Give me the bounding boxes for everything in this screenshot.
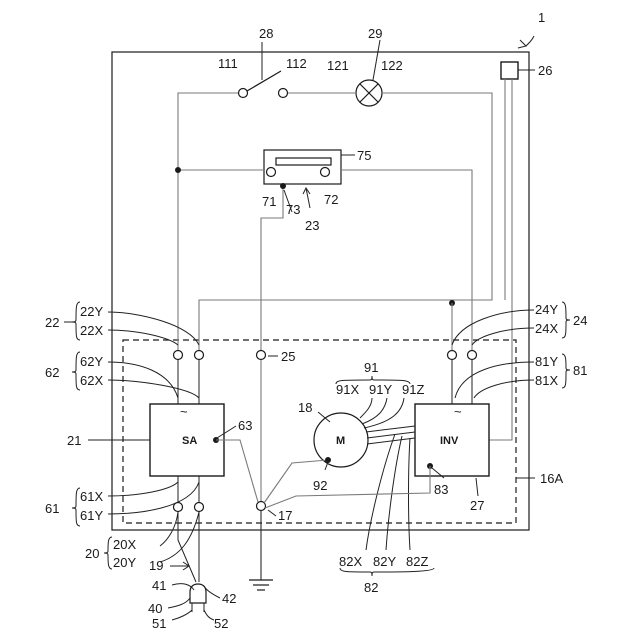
junction-left-top (175, 167, 181, 173)
label-62: 62 (45, 365, 59, 380)
bracket-81 (562, 354, 570, 388)
label-111: 111 (218, 56, 238, 71)
label-51: 51 (152, 616, 166, 631)
label-61X: 61X (80, 489, 103, 504)
junction-73 (280, 183, 286, 189)
label-92: 92 (313, 478, 327, 493)
label-75: 75 (357, 148, 371, 163)
thermal-component-75 (264, 150, 341, 184)
label-121: 121 (327, 58, 349, 73)
label-24: 24 (573, 313, 587, 328)
label-25: 25 (281, 349, 295, 364)
bracket-22 (64, 302, 80, 340)
label-26: 26 (538, 63, 552, 78)
label-29: 29 (368, 26, 382, 41)
label-24X: 24X (535, 321, 558, 336)
label-122: 122 (381, 58, 403, 73)
bracket-82 (340, 568, 434, 576)
ground-symbol (249, 580, 273, 590)
label-91X: 91X (336, 382, 359, 397)
label-82X: 82X (339, 554, 362, 569)
motor-label: M (336, 435, 345, 447)
leader-lines-left (108, 312, 199, 398)
lamp-symbol (356, 80, 382, 106)
label-81: 81 (573, 363, 587, 378)
label-20: 20 (85, 546, 99, 561)
connector-24Y (448, 351, 457, 360)
label-1: 1 (538, 10, 545, 25)
label-22Y: 22Y (80, 304, 103, 319)
terminal-72 (321, 168, 330, 177)
label-17: 17 (278, 508, 292, 523)
label-42: 42 (222, 591, 236, 606)
label-73: 73 (286, 202, 300, 217)
label-52: 52 (214, 616, 228, 631)
label-22: 22 (45, 315, 59, 330)
label-62X: 62X (80, 373, 103, 388)
label-62Y: 62Y (80, 354, 103, 369)
label-83: 83 (434, 482, 448, 497)
label-71: 71 (262, 194, 276, 209)
connector-24X (468, 351, 477, 360)
label-81Y: 81Y (535, 354, 558, 369)
label-61Y: 61Y (80, 508, 103, 523)
label-20X: 20X (113, 537, 136, 552)
thermal-element-bar (276, 158, 331, 165)
label-63: 63 (238, 418, 252, 433)
label-40: 40 (148, 601, 162, 616)
label-91Z: 91Z (402, 382, 424, 397)
switch-terminal-112 (279, 89, 288, 98)
label-61: 61 (45, 501, 59, 516)
label-81X: 81X (535, 373, 558, 388)
label-16A: 16A (540, 471, 563, 486)
inv-label: INV (440, 435, 459, 447)
bracket-62 (72, 352, 80, 390)
label-18: 18 (298, 400, 312, 415)
connector-20Y (195, 503, 204, 512)
sensor-26-box (501, 62, 518, 79)
label-20Y: 20Y (113, 555, 136, 570)
wire-from-71 (178, 170, 472, 580)
leader-lines-right (452, 310, 534, 398)
connector-22Y (195, 351, 204, 360)
top-loop-wiring (178, 71, 492, 355)
label-112: 112 (286, 56, 307, 71)
inv-tilde: ~ (454, 404, 462, 419)
label-82: 82 (364, 580, 378, 595)
bracket-24 (562, 302, 570, 338)
switch-terminal-111 (239, 89, 248, 98)
connector-22X (174, 351, 183, 360)
connector-25 (257, 351, 266, 360)
label-19: 19 (149, 558, 163, 573)
sa-tilde: ~ (180, 404, 188, 419)
label-22X: 22X (80, 323, 103, 338)
motor-wires (360, 398, 415, 550)
label-82Z: 82Z (406, 554, 428, 569)
label-82Y: 82Y (373, 554, 396, 569)
label-21: 21 (67, 433, 81, 448)
label-91Y: 91Y (369, 382, 392, 397)
label-41: 41 (152, 578, 166, 593)
terminal-71 (267, 168, 276, 177)
sa-label: SA (182, 435, 197, 447)
label-23: 23 (305, 218, 319, 233)
label-24Y: 24Y (535, 302, 558, 317)
label-27: 27 (470, 498, 484, 513)
bracket-20 (104, 537, 112, 569)
bracket-61 (72, 488, 80, 526)
label-28: 28 (259, 26, 273, 41)
label-72: 72 (324, 192, 338, 207)
label-91: 91 (364, 360, 378, 375)
